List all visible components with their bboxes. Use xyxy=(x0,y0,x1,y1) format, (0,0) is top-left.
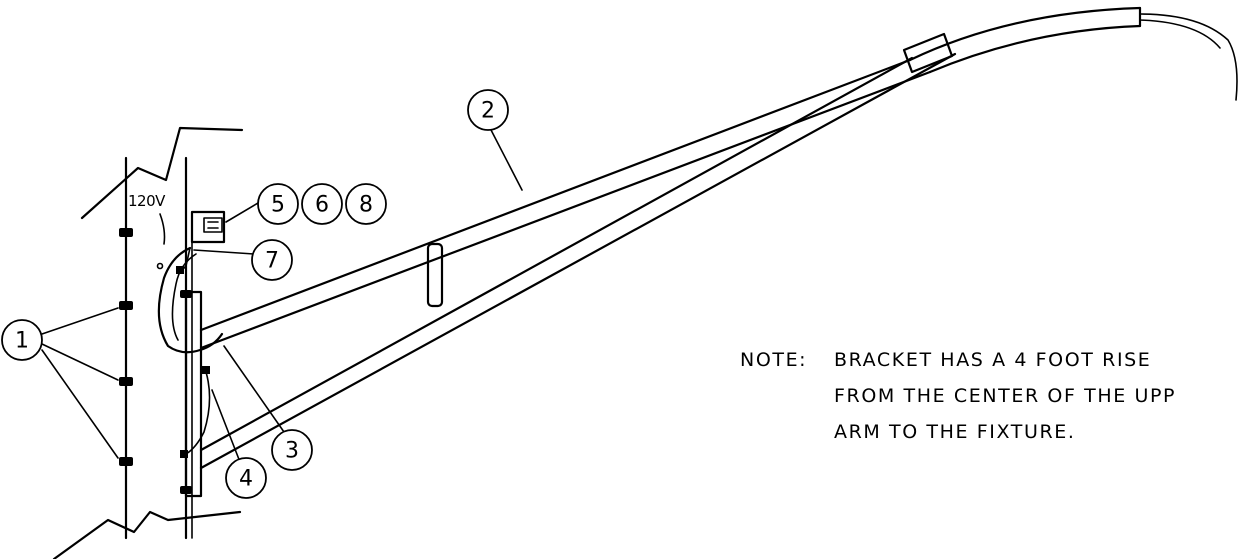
callout-3: 3 xyxy=(271,429,313,471)
note-block: NOTE: BRACKET HAS A 4 FOOT RISE FROM THE… xyxy=(740,349,1176,443)
mounting-plate xyxy=(184,290,203,498)
callout-7-label: 7 xyxy=(265,249,279,274)
note-prefix: NOTE: xyxy=(740,349,807,371)
upper-arm xyxy=(199,6,1142,350)
callout-5: 5 xyxy=(257,183,299,225)
callout-1: 1 xyxy=(1,319,43,361)
callout-8-label: 8 xyxy=(359,193,373,218)
supply-cable xyxy=(156,213,224,458)
callout-1-label: 1 xyxy=(15,329,29,354)
callout-6-label: 6 xyxy=(315,193,329,218)
note-line-3: ARM TO THE FIXTURE. xyxy=(834,421,1076,443)
callout-5-label: 5 xyxy=(271,193,285,218)
callout-8: 8 xyxy=(345,183,387,225)
callout-7: 7 xyxy=(251,239,293,281)
leader-lines xyxy=(41,127,523,463)
pole-bottom-break xyxy=(52,510,242,559)
voltage-label: 120V xyxy=(128,192,166,210)
callout-3-label: 3 xyxy=(285,439,299,464)
callout-4: 4 xyxy=(225,457,267,499)
note-line-2: FROM THE CENTER OF THE UPP xyxy=(834,385,1176,407)
pole-top-break xyxy=(80,126,244,220)
arm-sleeve xyxy=(902,32,954,74)
callout-6: 6 xyxy=(301,183,343,225)
note-line-1: BRACKET HAS A 4 FOOT RISE xyxy=(834,349,1151,371)
lower-arm xyxy=(199,52,957,470)
arm-strut xyxy=(426,242,444,308)
callout-2-label: 2 xyxy=(481,99,495,124)
callout-2: 2 xyxy=(467,89,509,131)
fixture-wire xyxy=(1139,13,1238,101)
callout-4-label: 4 xyxy=(239,467,253,492)
fuse-holder xyxy=(190,210,226,244)
